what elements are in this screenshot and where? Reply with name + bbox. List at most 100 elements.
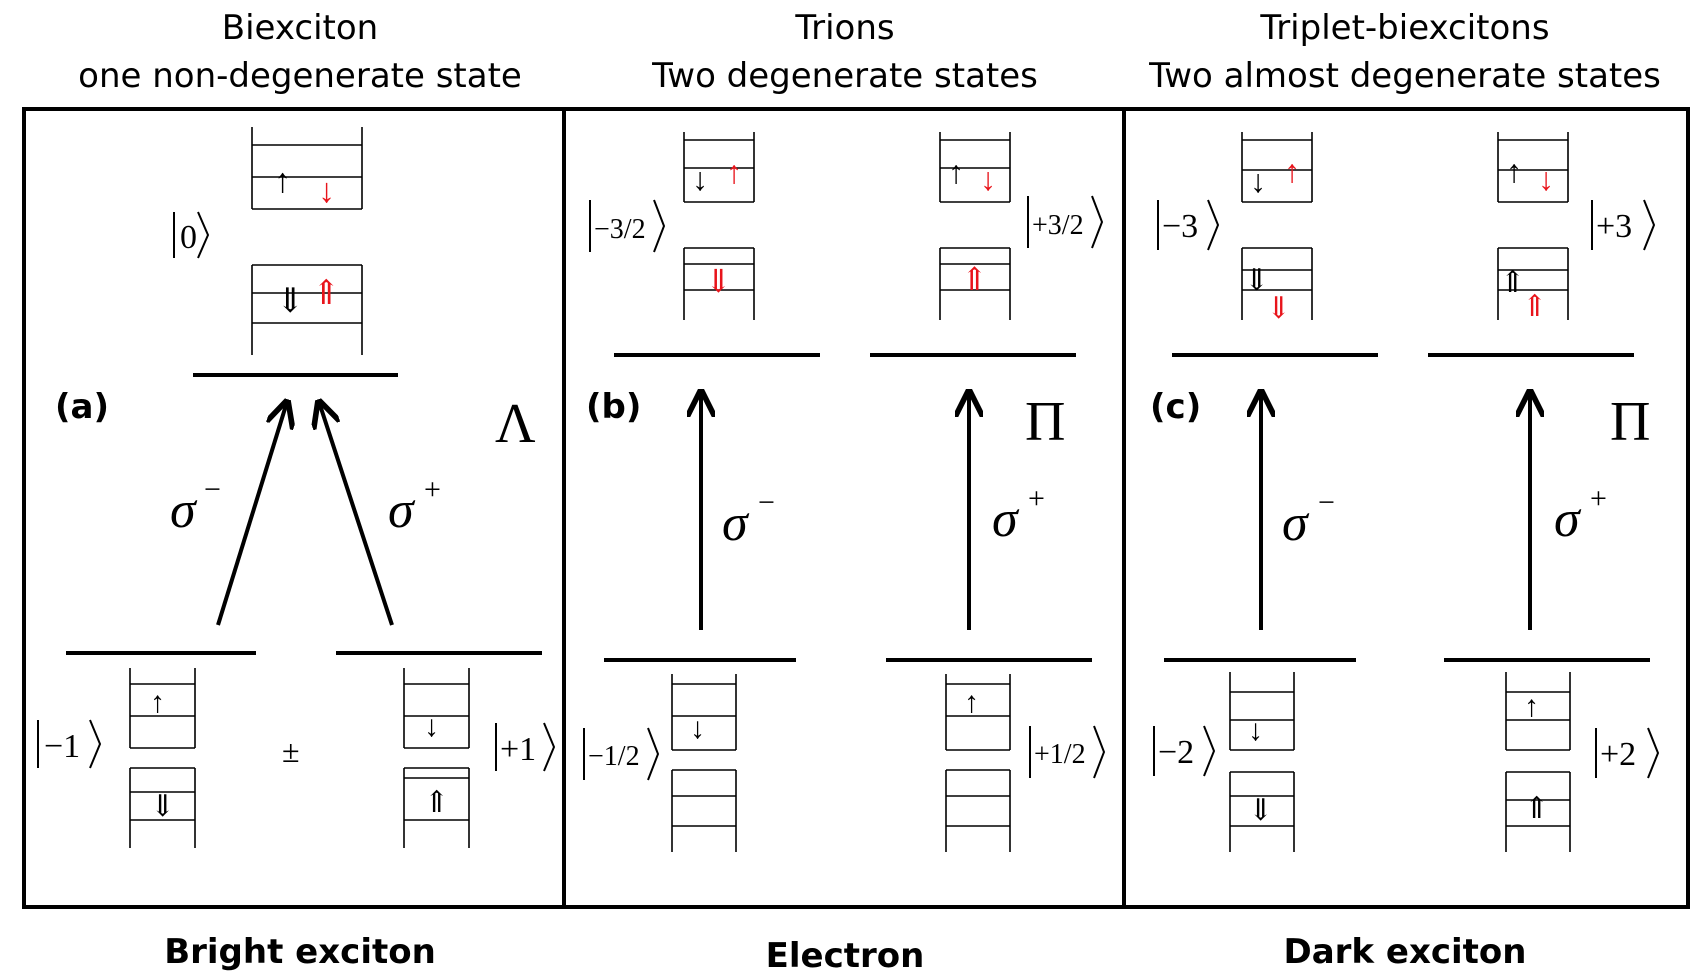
- spin-up-arrow: ↑: [964, 686, 979, 719]
- sigma-label: σ: [170, 482, 198, 539]
- sigma-label: σ: [1554, 491, 1582, 548]
- pi-symbol: Π: [1025, 391, 1065, 453]
- header-biexciton: Biexciton one non-degenerate state: [30, 4, 570, 100]
- spin-down-arrow-red: ↓: [318, 173, 335, 210]
- electron-spin-box: [251, 127, 363, 210]
- sigma-superscript: +: [1590, 482, 1607, 515]
- ket-minus-one: −1: [37, 719, 102, 769]
- hole-up-arrow: ⇑: [1500, 266, 1525, 299]
- footer-dark-exciton: Dark exciton: [1283, 932, 1527, 972]
- spin-up-arrow-red: ↑: [1284, 153, 1300, 189]
- hole-spin-box: [683, 247, 755, 320]
- svg-text:+1/2: +1/2: [1034, 739, 1086, 770]
- hole-spin-box: [251, 264, 363, 355]
- empty-spin-box: [945, 769, 1011, 852]
- spin-up-arrow: ↑: [1506, 153, 1522, 189]
- ket-minus-two: −2: [1153, 725, 1216, 777]
- electron-spin-box: [129, 668, 196, 749]
- spin-down-arrow-red: ↓: [1538, 161, 1554, 197]
- spin-up-arrow: ↑: [948, 154, 964, 190]
- spin-up-arrow-red: ↑: [726, 154, 742, 190]
- svg-text:−1/2: −1/2: [588, 741, 640, 772]
- header-subtitle: Two almost degenerate states: [1149, 56, 1661, 96]
- hole-up-arrow-red: ⇑: [1522, 290, 1547, 323]
- header-title: Triplet-biexcitons: [1260, 8, 1550, 48]
- ket-plus-two: +2: [1595, 727, 1660, 779]
- header-title: Trions: [795, 8, 895, 48]
- panel-b: (b) Π ↓ ↑ ⇓ ↑ ↓: [583, 132, 1106, 852]
- hole-down-arrow-red: ⇓: [1266, 292, 1291, 325]
- hole-up-arrow-red: ⇑: [312, 275, 341, 312]
- svg-text:+3: +3: [1596, 208, 1632, 245]
- ket-plus-one: +1: [495, 722, 556, 772]
- electron-spin-box: [1505, 672, 1571, 751]
- sigma-superscript: −: [758, 486, 775, 519]
- svg-text:−3: −3: [1162, 208, 1198, 245]
- spin-down-arrow: ↓: [692, 161, 708, 197]
- svg-text:−1: −1: [44, 728, 80, 765]
- footer-electron: Electron: [765, 936, 925, 976]
- header-title: Biexciton: [221, 8, 379, 48]
- spin-down-arrow: ↓: [424, 710, 439, 743]
- hole-spin-box: [403, 767, 470, 848]
- hole-spin-box: [1505, 771, 1571, 852]
- svg-text:+2: +2: [1600, 736, 1636, 773]
- panel-c: (c) Π ↓ ↑ ⇓ ⇓ ↑ ↓: [1150, 132, 1660, 852]
- electron-spin-box: [945, 674, 1011, 751]
- panel-tag: (b): [586, 387, 641, 427]
- spin-down-arrow: ↓: [1248, 714, 1263, 747]
- spin-down-arrow-red: ↓: [980, 161, 996, 197]
- hole-spin-box: [129, 767, 196, 848]
- ket-zero: 0: [173, 211, 210, 259]
- hole-spin-box: [1241, 247, 1313, 320]
- header-triplet-biexcitons: Triplet-biexcitons Two almost degenerate…: [1120, 4, 1690, 100]
- panel-a: (a) Λ ↑ ↓ ⇓ ⇑ 0: [37, 127, 556, 848]
- svg-text:−3/2: −3/2: [594, 214, 646, 245]
- hole-down-arrow: ⇓: [276, 283, 305, 320]
- electron-spin-box: [1229, 672, 1295, 751]
- svg-text:−2: −2: [1158, 734, 1194, 771]
- ket-minus-three-halves: −3/2: [589, 199, 666, 253]
- ket-minus-three: −3: [1157, 199, 1220, 251]
- svg-text:+3/2: +3/2: [1032, 210, 1084, 241]
- hole-up-arrow-red: ⇑: [961, 261, 988, 297]
- sigma-superscript: +: [1028, 482, 1045, 515]
- ket-plus-three-halves: +3/2: [1027, 195, 1104, 249]
- pi-symbol: Π: [1610, 391, 1650, 453]
- sigma-superscript: −: [204, 473, 221, 506]
- sigma-label: σ: [722, 495, 750, 552]
- hole-up-arrow: ⇑: [1524, 792, 1549, 825]
- svg-text:0: 0: [180, 219, 197, 256]
- sigma-superscript: +: [424, 473, 441, 506]
- electron-spin-box: [683, 132, 755, 203]
- ket-minus-one-half: −1/2: [583, 727, 660, 781]
- hole-up-arrow: ⇑: [424, 786, 449, 819]
- hole-down-arrow-red: ⇓: [705, 263, 732, 299]
- spin-down-arrow: ↓: [1250, 163, 1266, 199]
- electron-spin-box: [671, 674, 737, 751]
- electron-spin-box: [1241, 132, 1313, 203]
- sigma-superscript: −: [1318, 486, 1335, 519]
- footer-bright-exciton: Bright exciton: [164, 932, 436, 972]
- hole-spin-box: [1229, 771, 1295, 852]
- ket-plus-one-half: +1/2: [1029, 725, 1106, 779]
- spin-up-arrow: ↑: [274, 163, 291, 200]
- electron-spin-box: [403, 668, 470, 749]
- panel-tag: (a): [55, 387, 109, 427]
- header-subtitle: one non-degenerate state: [78, 56, 522, 96]
- sigma-label: σ: [992, 491, 1020, 548]
- electron-spin-box: [939, 132, 1011, 203]
- spin-up-arrow: ↑: [1524, 690, 1539, 723]
- outer-frame: [22, 107, 1690, 909]
- hole-down-arrow: ⇓: [150, 790, 175, 823]
- spin-down-arrow: ↓: [690, 712, 705, 745]
- electron-spin-box: [1497, 132, 1569, 203]
- spin-up-arrow: ↑: [150, 686, 165, 719]
- transition-arrow-sigma-plus: [319, 402, 394, 626]
- empty-spin-box: [671, 769, 737, 852]
- hole-spin-box: [1497, 247, 1569, 320]
- hole-spin-box: [939, 247, 1011, 320]
- sigma-label: σ: [388, 482, 416, 539]
